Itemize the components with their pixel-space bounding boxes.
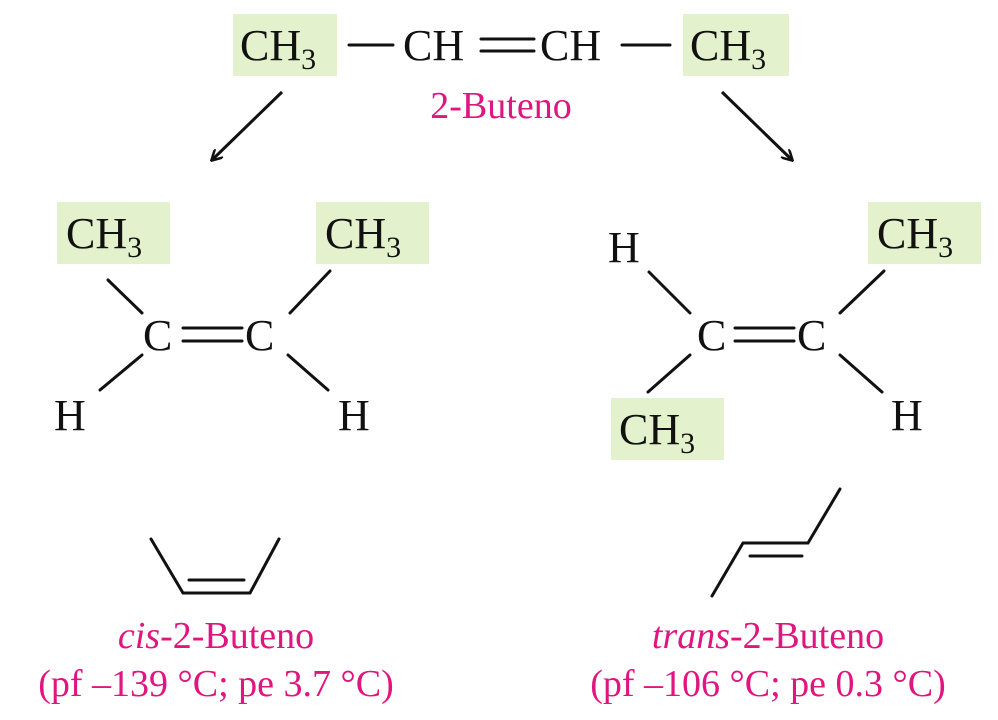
cis-lower-right-h: H	[338, 391, 370, 440]
trans-properties: (pf –106 °C; pe 0.3 °C)	[590, 663, 945, 705]
cis-carbon-1: C	[143, 311, 172, 360]
trans-upper-right-methyl: CH3	[877, 209, 953, 264]
cis-skeletal-formula	[149, 537, 281, 595]
cis-bond-upper-right	[288, 269, 332, 315]
cis-bond-lower-right	[286, 353, 330, 392]
trans-bond-lower-right	[838, 353, 884, 394]
highlight-left-methyl	[233, 14, 337, 76]
cis-carbon-2: C	[245, 311, 274, 360]
highlight-trans-lower-methyl	[611, 398, 724, 460]
top-right-methyl: CH3	[690, 21, 766, 76]
cis-bond-lower-left	[98, 353, 144, 392]
trans-lower-right-h: H	[891, 391, 923, 440]
cis-skeleton	[149, 537, 281, 595]
cis-structure: CH3 CH3 C C H H	[54, 202, 429, 440]
top-left-methyl: CH3	[240, 21, 316, 76]
trans-bond-lower-left	[646, 353, 692, 394]
highlight-right-methyl	[683, 14, 789, 76]
top-compound-name: 2-Buteno	[430, 85, 571, 127]
highlight-trans-upper-methyl	[868, 202, 981, 264]
top-formula: CH3 CH CH CH3 2-Buteno	[233, 14, 789, 127]
trans-carbon-2: C	[797, 311, 826, 360]
trans-structure: H CH3 C C CH3 H	[608, 202, 981, 460]
highlight-cis-right-methyl	[316, 202, 429, 264]
trans-bond-upper-right	[838, 269, 886, 315]
arrow-to-cis	[212, 90, 284, 160]
arrow-to-trans	[720, 90, 792, 160]
cis-bond-upper-left	[106, 278, 144, 315]
trans-skeletal-formula	[710, 487, 842, 598]
top-ch-2: CH	[540, 21, 601, 70]
trans-upper-left-h: H	[608, 223, 640, 272]
top-ch-1: CH	[403, 21, 464, 70]
trans-name: trans-2-Buteno	[652, 615, 884, 657]
cis-upper-right-methyl: CH3	[325, 209, 401, 264]
trans-carbon-1: C	[697, 311, 726, 360]
trans-skeleton	[710, 487, 842, 598]
trans-lower-left-methyl: CH3	[619, 405, 695, 460]
highlight-cis-left-methyl	[57, 202, 170, 264]
trans-bond-upper-left	[647, 270, 692, 315]
cis-lower-left-h: H	[54, 391, 86, 440]
cis-name: cis-2-Buteno	[118, 615, 314, 657]
cis-properties: (pf –139 °C; pe 3.7 °C)	[38, 663, 393, 705]
cis-upper-left-methyl: CH3	[66, 209, 142, 264]
